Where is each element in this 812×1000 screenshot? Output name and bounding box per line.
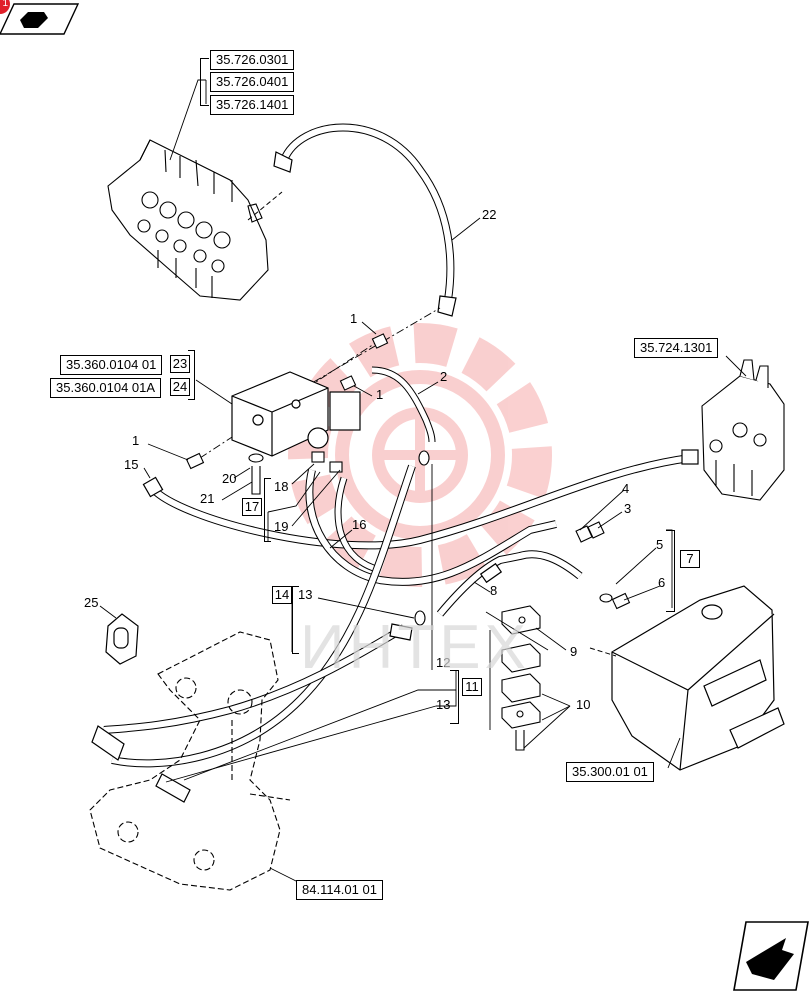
- callout-22: 22: [482, 207, 497, 222]
- callout-4: 4: [622, 481, 630, 496]
- tube-8: [436, 550, 583, 617]
- callout-1-top: 1: [350, 311, 358, 326]
- callout-13-lower: 13: [436, 697, 451, 712]
- boxed-number-11: 11: [462, 678, 482, 696]
- bracket-11: [450, 670, 459, 724]
- boxed-number-17: 17: [242, 498, 262, 516]
- boxed-number-7: 7: [680, 550, 700, 568]
- watermark-text: ИНТЕХ: [300, 613, 530, 682]
- callout-19: 19: [274, 519, 289, 534]
- leader-lines: [99, 79, 747, 887]
- bracket-7: [666, 530, 675, 612]
- callout-13-upper: 13: [298, 587, 313, 602]
- callout-16: 16: [352, 517, 367, 532]
- tank-dash: [589, 647, 617, 657]
- boxed-number-14: 14: [272, 586, 292, 604]
- ref-tank[interactable]: 35.300.01 01: [566, 762, 654, 782]
- fittings: [185, 333, 631, 626]
- ref-block-1-number: 23: [170, 355, 190, 373]
- valve-hose-dash: [247, 191, 283, 221]
- ref-valve-1[interactable]: 35.726.0301: [210, 50, 295, 70]
- hydraulic-tank: [611, 585, 785, 771]
- callout-20: 20: [222, 471, 237, 486]
- nav-icon-frame: [0, 3, 80, 35]
- callout-15: 15: [124, 457, 139, 472]
- callout-6: 6: [658, 575, 666, 590]
- callout-10: 10: [576, 697, 591, 712]
- hose-15: [142, 449, 699, 550]
- ref-valve-2[interactable]: 35.726.0401: [210, 72, 295, 92]
- callout-2: 2: [440, 369, 448, 384]
- ref-block-1[interactable]: 35.360.0104 01: [60, 355, 163, 375]
- control-valve-right: [701, 359, 785, 501]
- callout-12: 12: [436, 655, 451, 670]
- callout-25: 25: [84, 595, 99, 610]
- part-25: [105, 613, 139, 665]
- callout-5: 5: [656, 537, 664, 552]
- bracket-23-24: [188, 350, 195, 400]
- callout-1-left: 1: [132, 433, 140, 448]
- ref-control-valve[interactable]: 35.724.1301: [634, 338, 719, 358]
- hose-22: [273, 123, 457, 317]
- callout-21: 21: [200, 491, 215, 506]
- ref-boom[interactable]: 84.114.01 01: [296, 880, 383, 900]
- callout-18: 18: [274, 479, 289, 494]
- ref-block-2-number: 24: [170, 378, 190, 396]
- hose-12: [91, 464, 416, 803]
- callout-9: 9: [570, 644, 578, 659]
- ref-valve-3[interactable]: 35.726.1401: [210, 95, 295, 115]
- nav-arrow-icon: [733, 921, 809, 991]
- manifold-block: [231, 371, 361, 457]
- hose-16: [305, 469, 557, 586]
- ref-block-2[interactable]: 35.360.0104 01A: [50, 378, 162, 398]
- page-badge: 1: [0, 0, 10, 14]
- clamps: [501, 605, 541, 751]
- callout-1-mid: 1: [376, 387, 384, 402]
- callout-3: 3: [624, 501, 632, 516]
- callout-8: 8: [490, 583, 498, 598]
- loader-boom: [89, 631, 291, 891]
- hose-2: [371, 366, 436, 443]
- valve-bank-top: [107, 139, 269, 301]
- bracket-17: [264, 478, 271, 542]
- bracket-35726: [200, 58, 209, 106]
- bracket-14: [292, 586, 299, 654]
